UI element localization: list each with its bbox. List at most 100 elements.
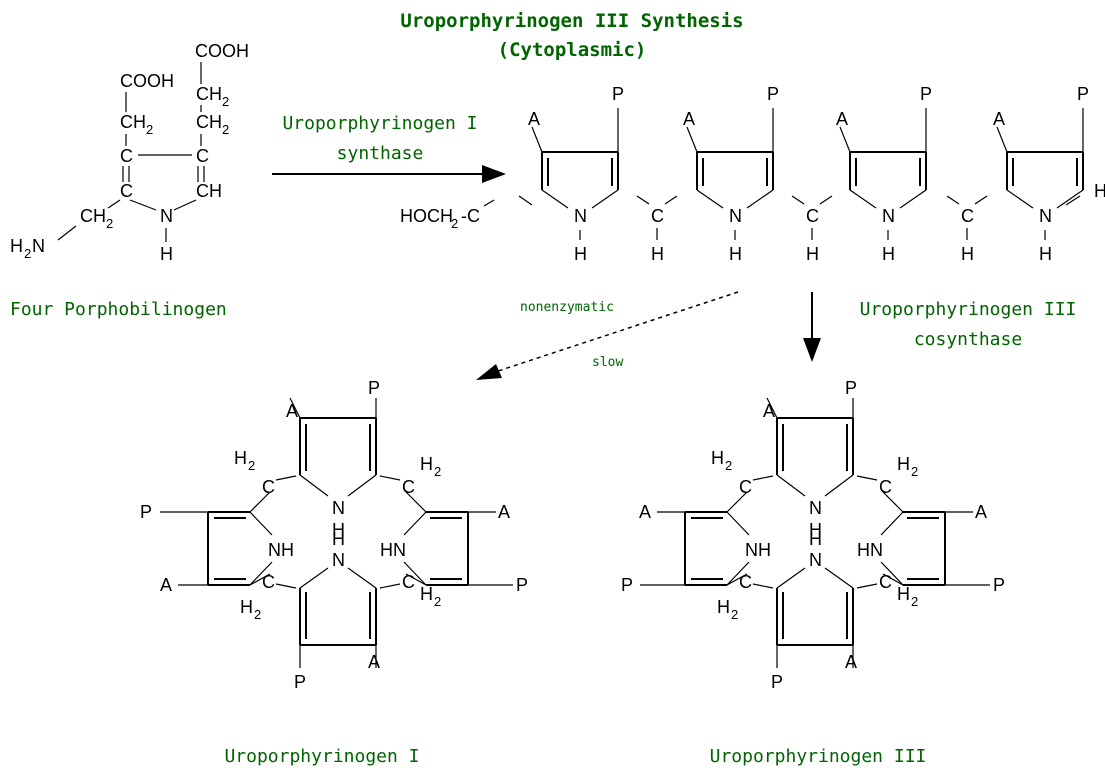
svg-text:2: 2 — [434, 464, 441, 479]
svg-text:H: H — [420, 584, 433, 604]
diagram-title: Uroporphyrinogen III Synthesis — [400, 10, 743, 32]
svg-text:N: N — [332, 550, 345, 570]
svg-text:H: H — [651, 244, 664, 264]
svg-text:2: 2 — [248, 458, 255, 473]
svg-text:C: C — [120, 146, 133, 166]
svg-text:H: H — [809, 520, 822, 540]
svg-text:P: P — [621, 575, 633, 595]
svg-text:A: A — [993, 109, 1005, 129]
svg-text:CH: CH — [196, 112, 222, 132]
svg-text:H: H — [332, 529, 345, 549]
svg-text:N: N — [1039, 206, 1052, 226]
svg-text:2: 2 — [911, 594, 918, 609]
enzyme1-label-line1: Uroporphyrinogen I — [282, 113, 477, 134]
svg-text:H: H — [961, 244, 974, 264]
svg-text:H: H — [1039, 244, 1052, 264]
svg-text:2: 2 — [146, 122, 153, 137]
svg-text:A: A — [639, 502, 651, 522]
methylene-bridge-2: C H — [791, 195, 833, 264]
svg-text:C: C — [402, 572, 415, 592]
svg-text:N: N — [160, 206, 173, 226]
svg-text:HOCH: HOCH — [400, 206, 453, 226]
nonenzymatic-arrow — [476, 291, 739, 380]
svg-text:N: N — [809, 498, 822, 518]
svg-text:2: 2 — [725, 458, 732, 473]
svg-text:P: P — [368, 378, 380, 398]
svg-text:2: 2 — [254, 607, 261, 622]
svg-text:H: H — [234, 448, 247, 468]
svg-text:C: C — [879, 477, 892, 497]
svg-text:A: A — [836, 109, 848, 129]
svg-text:P: P — [845, 378, 857, 398]
svg-text:-C: -C — [461, 206, 480, 226]
svg-text:2: 2 — [222, 122, 229, 137]
svg-text:A: A — [845, 652, 857, 672]
svg-text:2: 2 — [911, 464, 918, 479]
svg-text:COOH: COOH — [120, 71, 174, 91]
svg-text:C: C — [739, 572, 752, 592]
pyrrole-ring-2: A P N H — [683, 84, 779, 264]
uroporphyrinogen-iii-structure: N H H N NH HN — [621, 378, 1005, 692]
uroporphyrinogen-i-structure: N H H N NH HN — [140, 378, 528, 692]
svg-text:C: C — [806, 206, 819, 226]
svg-text:C: C — [262, 477, 275, 497]
reactant-label: Four Porphobilinogen — [10, 299, 227, 320]
svg-text:A: A — [286, 401, 298, 421]
svg-text:P: P — [1077, 84, 1089, 104]
enzyme1-label-line2: synthase — [337, 143, 424, 164]
svg-text:A: A — [763, 401, 775, 421]
svg-text:H: H — [717, 597, 730, 617]
svg-text:C: C — [961, 206, 974, 226]
svg-text:P: P — [920, 84, 932, 104]
svg-text:C: C — [120, 181, 133, 201]
svg-text:H: H — [1094, 181, 1105, 201]
svg-text:A: A — [975, 502, 987, 522]
svg-text:CH: CH — [80, 206, 106, 226]
cosynthase-arrow — [803, 292, 821, 362]
svg-text:P: P — [294, 672, 306, 692]
svg-text:H: H — [806, 244, 819, 264]
svg-text:A: A — [528, 109, 540, 129]
svg-text:H: H — [10, 236, 23, 256]
svg-text:P: P — [612, 84, 624, 104]
svg-text:A: A — [368, 652, 380, 672]
nonenzymatic-label: nonenzymatic — [520, 300, 614, 315]
svg-text:2: 2 — [222, 94, 229, 109]
svg-text:N: N — [574, 206, 587, 226]
pyrrole-ring-4: A P N H — [993, 84, 1089, 264]
diagram-subtitle: (Cytoplasmic) — [498, 39, 647, 61]
svg-text:H: H — [420, 454, 433, 474]
svg-text:H: H — [711, 448, 724, 468]
svg-text:H: H — [809, 529, 822, 549]
svg-text:A: A — [160, 575, 172, 595]
svg-text:HN: HN — [857, 540, 883, 560]
svg-text:C: C — [402, 477, 415, 497]
svg-text:H: H — [882, 244, 895, 264]
svg-text:H: H — [897, 454, 910, 474]
enzyme2-label-line2: cosynthase — [914, 329, 1022, 350]
methylene-bridge-3: C H — [946, 195, 988, 264]
svg-text:H: H — [729, 244, 742, 264]
synthase-arrow — [272, 165, 506, 183]
svg-text:2: 2 — [731, 607, 738, 622]
svg-text:HN: HN — [380, 540, 406, 560]
svg-text:CH: CH — [120, 112, 146, 132]
slow-label: slow — [592, 355, 623, 370]
svg-text:C: C — [651, 206, 664, 226]
svg-text:H: H — [240, 597, 253, 617]
svg-text:A: A — [683, 109, 695, 129]
methylene-bridge-1: C H — [636, 195, 678, 264]
svg-text:2: 2 — [434, 594, 441, 609]
svg-text:P: P — [771, 672, 783, 692]
svg-text:2: 2 — [106, 216, 113, 231]
svg-text:N: N — [729, 206, 742, 226]
svg-text:C: C — [196, 146, 209, 166]
svg-text:C: C — [739, 477, 752, 497]
svg-text:N: N — [809, 550, 822, 570]
svg-text:H: H — [897, 584, 910, 604]
pyrrole-ring-3: A P N H — [836, 84, 932, 264]
svg-text:P: P — [993, 575, 1005, 595]
